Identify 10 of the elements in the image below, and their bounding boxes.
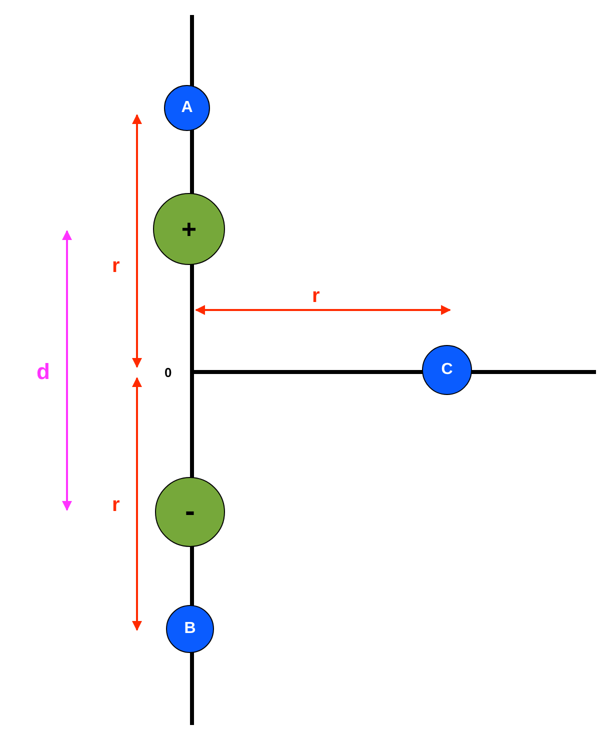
dimension-label: r <box>312 286 320 306</box>
dimension-label: r <box>112 495 120 515</box>
dimension-label: d <box>36 361 50 383</box>
origin-label: 0 <box>164 366 172 378</box>
negative-charge-circle: - <box>155 477 225 547</box>
point-circle: C <box>422 345 472 395</box>
point-circle: B <box>166 605 214 653</box>
point-circle: A <box>164 85 210 131</box>
dimension-label: r <box>112 256 120 276</box>
positive-charge-circle: + <box>153 193 225 265</box>
